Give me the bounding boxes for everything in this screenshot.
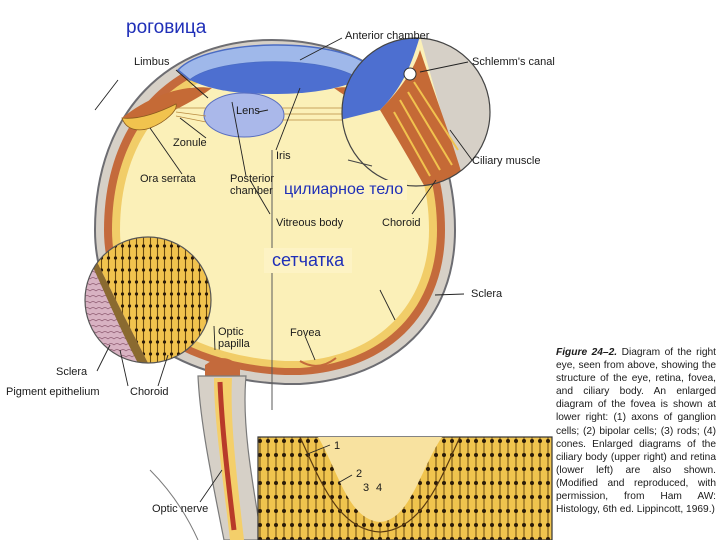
- label-fovea: Fovea: [290, 327, 321, 339]
- label-sclera-left: Sclera: [56, 366, 88, 378]
- leader-lines: [94, 37, 473, 503]
- label-fovea-layer-2: 2: [356, 468, 363, 480]
- iris-left: [122, 87, 212, 124]
- label-choroid-lower: Choroid: [130, 386, 169, 398]
- figure-caption: Figure 24–2. Diagram of the right eye, s…: [556, 346, 716, 516]
- label-posterior-chamber-line1: Posterior: [230, 173, 275, 185]
- overlay-label-retina: сетчатка: [264, 248, 353, 273]
- label-schlemms-canal: Schlemm's canal: [472, 56, 555, 68]
- optic-nerve-sheath: [149, 469, 199, 540]
- overlay-label-ciliary-body: цилиарное тело: [280, 180, 408, 200]
- label-choroid-upper: Choroid: [382, 217, 421, 229]
- label-anterior-chamber: Anterior chamber: [345, 30, 430, 42]
- label-posterior-chamber-line2: chamber: [230, 185, 273, 197]
- fovea-enlargement: [257, 436, 553, 540]
- label-optic-nerve: Optic nerve: [152, 503, 209, 515]
- figure-caption-text: Diagram of the right eye, seen from abov…: [556, 347, 716, 516]
- label-vitreous-body: Vitreous body: [276, 217, 344, 229]
- label-optic-papilla-line2: papilla: [218, 338, 250, 350]
- retina-enlargement: [85, 237, 211, 363]
- label-optic-papilla-line1: Optic: [218, 326, 244, 338]
- label-ora-serrata: Ora serrata: [140, 173, 196, 185]
- anterior-chamber: [190, 62, 360, 94]
- label-ciliary-muscle: Ciliary muscle: [472, 155, 541, 167]
- label-pigment-epithelium: Pigment epithelium: [6, 386, 100, 398]
- label-sclera-right: Sclera: [471, 288, 503, 300]
- lens: [203, 92, 285, 138]
- label-zonule: Zonule: [173, 137, 207, 149]
- label-limbus: Limbus: [134, 56, 170, 68]
- overlay-label-cornea: роговица: [122, 16, 211, 40]
- label-lens: Lens: [236, 105, 260, 117]
- label-fovea-layer-1: 1: [334, 440, 341, 452]
- optic-papilla: [205, 358, 240, 378]
- ciliary-body-left: [121, 103, 177, 131]
- label-fovea-layer-3: 3: [363, 482, 370, 494]
- label-fovea-layer-4: 4: [376, 482, 383, 494]
- central-artery: [217, 381, 237, 531]
- figure-number: Figure 24–2.: [556, 347, 618, 358]
- label-iris: Iris: [276, 150, 291, 162]
- fovea-dip: [299, 357, 337, 367]
